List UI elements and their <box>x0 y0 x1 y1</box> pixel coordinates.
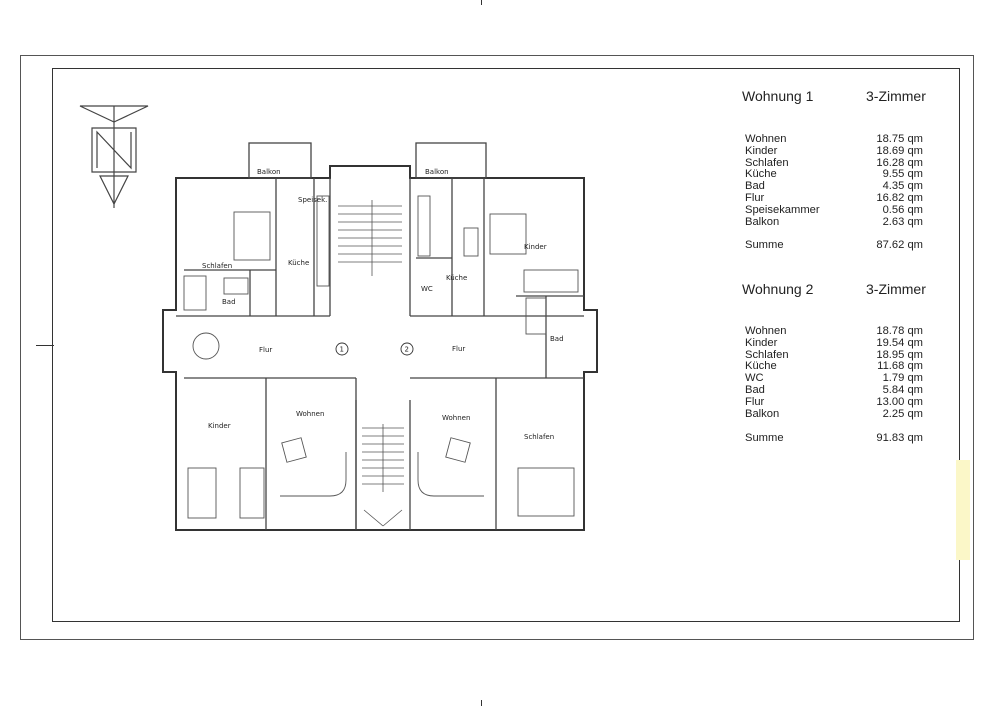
room-label-bad-left: Bad <box>222 298 236 306</box>
punch-mark-left <box>36 345 54 346</box>
north-arrow-logo <box>79 105 149 208</box>
apartment-2-title: Wohnung 2 <box>742 281 814 297</box>
room-labels: Balkon Balkon Speisek. Schlafen Küche Ba… <box>202 168 564 441</box>
room-label-kueche-right: Küche <box>446 274 467 282</box>
building-walls <box>162 165 598 531</box>
stair-number-2: 2 <box>405 346 409 354</box>
fold-mark-bottom <box>481 700 482 706</box>
room-label-wohnen-left: Wohnen <box>296 410 324 418</box>
room-label-flur-left: Flur <box>259 346 272 354</box>
room-label-kinder-right: Kinder <box>524 243 547 251</box>
room-label-kueche-left: Küche <box>288 259 309 267</box>
apartment-1-title: Wohnung 1 <box>742 88 814 104</box>
room-label-bad-right: Bad <box>550 335 564 343</box>
room-label-balkon-right: Balkon <box>425 168 449 176</box>
room-label-schlafen-right: Schlafen <box>524 433 554 441</box>
highlighter-mark <box>956 460 970 560</box>
room-label-flur-right: Flur <box>452 345 465 353</box>
stair-top <box>338 200 402 276</box>
room-label-wc-right: WC <box>421 285 433 293</box>
apartment-2-type: 3-Zimmer <box>866 281 926 297</box>
sheet-outer-frame <box>20 55 974 640</box>
room-label-wohnen-right: Wohnen <box>442 414 470 422</box>
room-label-kinder-left: Kinder <box>208 422 231 430</box>
furniture <box>183 195 579 519</box>
stair-markers <box>335 342 414 356</box>
apartment-1-type: 3-Zimmer <box>866 88 926 104</box>
fold-mark-top <box>481 0 482 5</box>
room-label-schlafen-left: Schlafen <box>202 262 232 270</box>
interior-walls <box>176 142 584 530</box>
stair-number-1: 1 <box>340 346 344 354</box>
room-label-speisek: Speisek. <box>298 196 327 204</box>
room-label-balkon-left: Balkon <box>257 168 281 176</box>
stair-bottom <box>362 424 404 527</box>
